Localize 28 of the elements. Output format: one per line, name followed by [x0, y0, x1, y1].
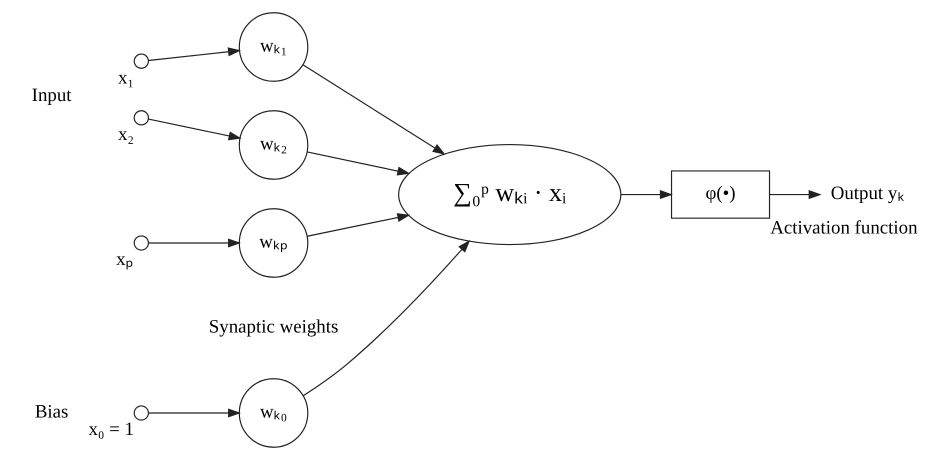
arrow	[302, 240, 470, 396]
arrow	[770, 190, 822, 200]
node-circle	[134, 405, 149, 421]
node-text: Output yₖ	[830, 183, 904, 204]
node-circle: wₖₚ	[238, 208, 308, 278]
label: Input	[32, 85, 72, 106]
arrow	[148, 408, 242, 418]
arrow	[148, 118, 242, 140]
arrow	[307, 213, 410, 237]
arrow	[302, 64, 446, 155]
node-circle	[134, 110, 149, 126]
arrow	[620, 190, 673, 200]
node-circle: wₖ₁	[238, 12, 308, 82]
arrow	[148, 47, 242, 62]
label: Synaptic weights	[208, 316, 338, 338]
node-circle	[134, 235, 149, 251]
arrow	[307, 151, 410, 176]
node-label: x₂	[118, 124, 134, 146]
node-box: φ(•)	[670, 170, 770, 219]
node-label: Activation function	[770, 217, 918, 238]
arrow	[148, 238, 242, 248]
node-label: xₚ	[116, 249, 134, 270]
node-label: x₁	[118, 67, 134, 88]
node-circle: wₖ₂	[238, 110, 308, 180]
node-label: x₀ = 1	[88, 419, 134, 440]
label: Bias	[34, 401, 68, 422]
node-circle: wₖ₀	[238, 378, 308, 448]
node-circle	[134, 54, 149, 69]
